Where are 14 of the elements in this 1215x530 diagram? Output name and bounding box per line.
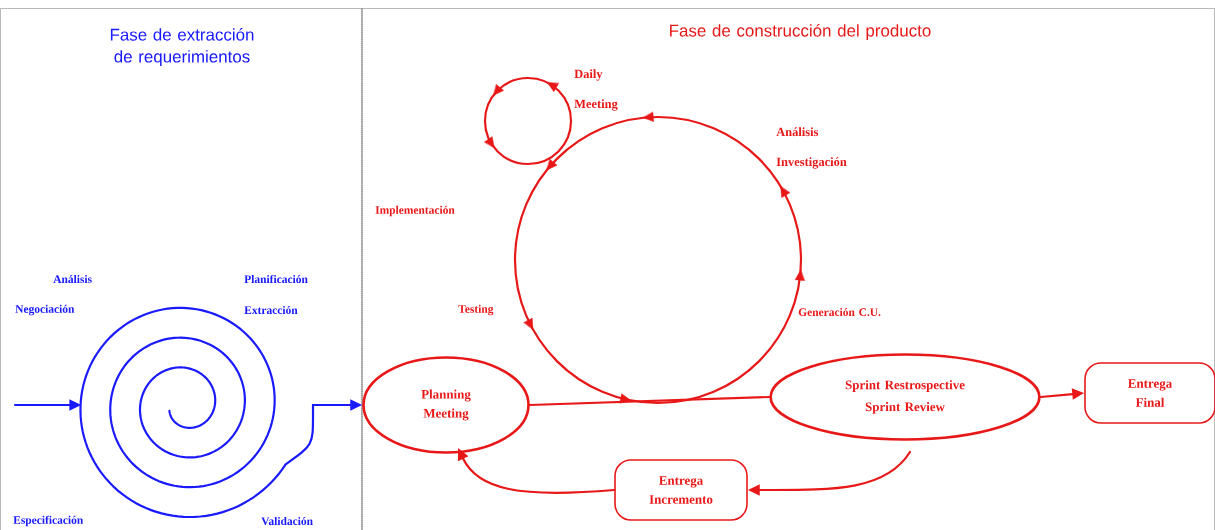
step-label: Daily Meeting xyxy=(574,69,618,111)
step-label: Especificación xyxy=(13,515,84,527)
step-label: Testing xyxy=(458,304,494,316)
section-title: Fase de construcción del producto xyxy=(670,24,931,40)
step-label: Validación xyxy=(261,516,313,526)
section-title: Fase de extracción de requerimientos xyxy=(110,28,254,66)
step-label: Generación C.U. xyxy=(798,307,881,317)
process-box: Entrega Incremento xyxy=(614,459,748,521)
step-label: Implementación xyxy=(375,205,455,217)
process-box: Entrega Final xyxy=(1084,362,1215,424)
step-label: Análisis Investigación xyxy=(776,127,847,169)
step-label: Planificación xyxy=(244,274,308,284)
step-label: Análisis xyxy=(53,274,92,284)
step-label: Extracción xyxy=(244,305,298,315)
